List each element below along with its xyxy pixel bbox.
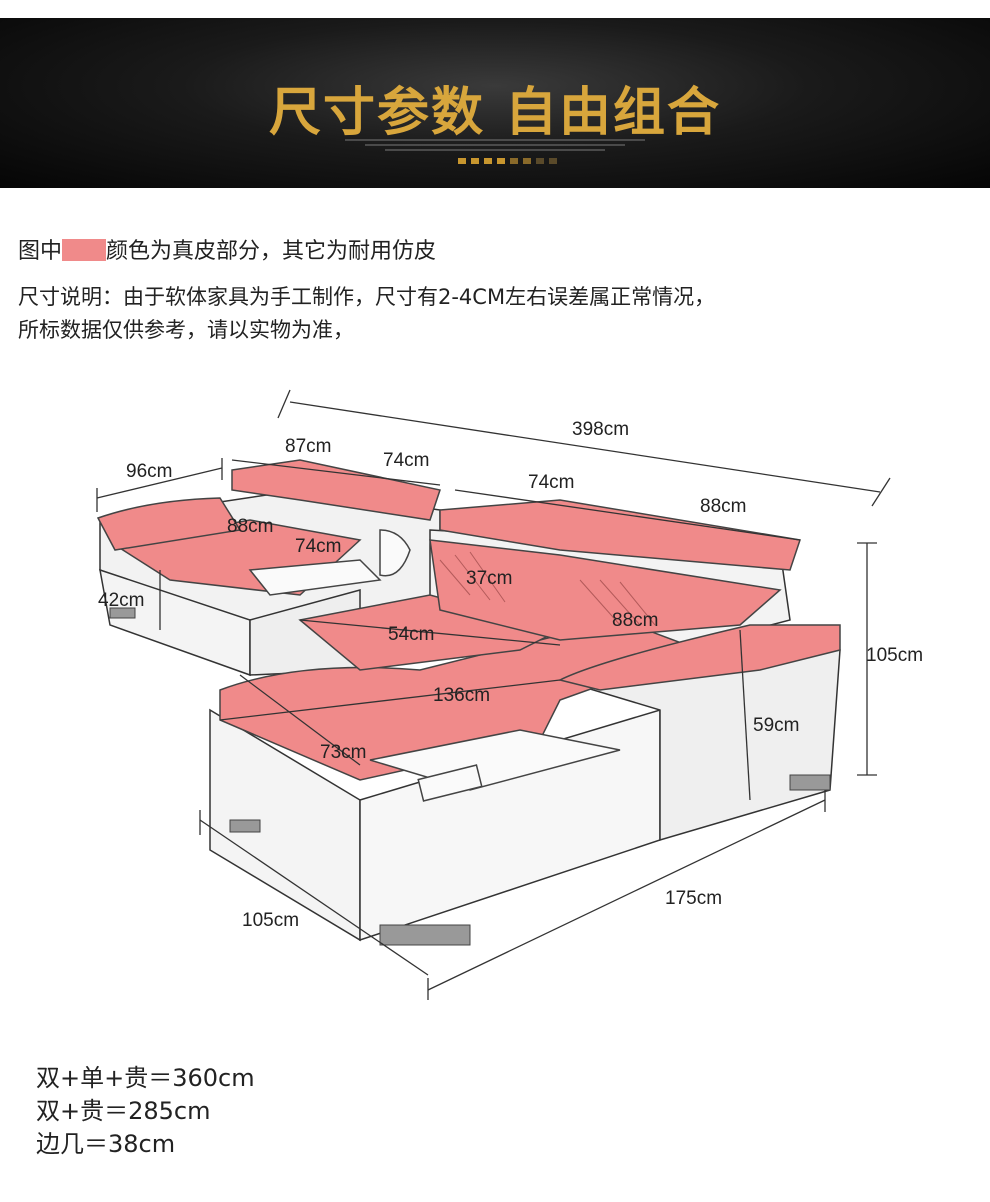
dim-headrest-mid: 74cm (383, 450, 429, 471)
dim-chaise-depth: 105cm (242, 910, 299, 931)
sofa-dimension-diagram: 398cm 96cm 87cm 74cm 74cm 88cm 88cm 74cm… (96, 389, 923, 1000)
dim-chaise-width: 73cm (320, 742, 366, 763)
dim-seat-depth: 54cm (388, 624, 434, 645)
color-note-prefix: 图中 (18, 239, 63, 264)
leather-color-swatch (62, 239, 107, 261)
banner-title: 尺寸参数 自由组合 (268, 83, 722, 143)
dim-back-height: 37cm (466, 568, 512, 589)
dim-arm-height: 59cm (753, 715, 799, 736)
dim-total-width: 398cm (572, 419, 629, 440)
dim-seat-left: 88cm (227, 516, 273, 537)
dim-overall-height: 105cm (866, 645, 923, 666)
combo-note-3: 边几＝38cm (36, 1130, 176, 1158)
size-note-line1: 尺寸说明：由于软体家具为手工制作，尺寸有2-4CM左右误差属正常情况， (18, 285, 716, 309)
dim-seat-height: 42cm (98, 590, 144, 611)
combo-note-2: 双+贵＝285cm (36, 1097, 211, 1125)
dim-headrest-right-b: 88cm (700, 496, 746, 517)
dim-seat-mid: 74cm (295, 536, 341, 557)
color-note: 图中 颜色为真皮部分，其它为耐用仿皮 (18, 233, 436, 265)
dim-chaise-total: 175cm (665, 888, 722, 909)
banner-dots (458, 158, 557, 164)
header-banner: 尺寸参数 自由组合 (0, 18, 990, 188)
color-note-suffix: 颜色为真皮部分，其它为耐用仿皮 (106, 239, 437, 264)
banner-decorative-lines (345, 136, 645, 151)
dim-right-seat: 88cm (612, 610, 658, 631)
dim-headrest-right-a: 74cm (528, 472, 574, 493)
dim-headrest-left: 87cm (285, 436, 331, 457)
dim-chaise-length: 136cm (433, 685, 490, 706)
dim-left-arm-depth: 96cm (126, 461, 172, 482)
combo-note-1: 双+单+贵＝360cm (36, 1064, 255, 1092)
size-note-line2: 所标数据仅供参考，请以实物为准， (18, 318, 354, 342)
